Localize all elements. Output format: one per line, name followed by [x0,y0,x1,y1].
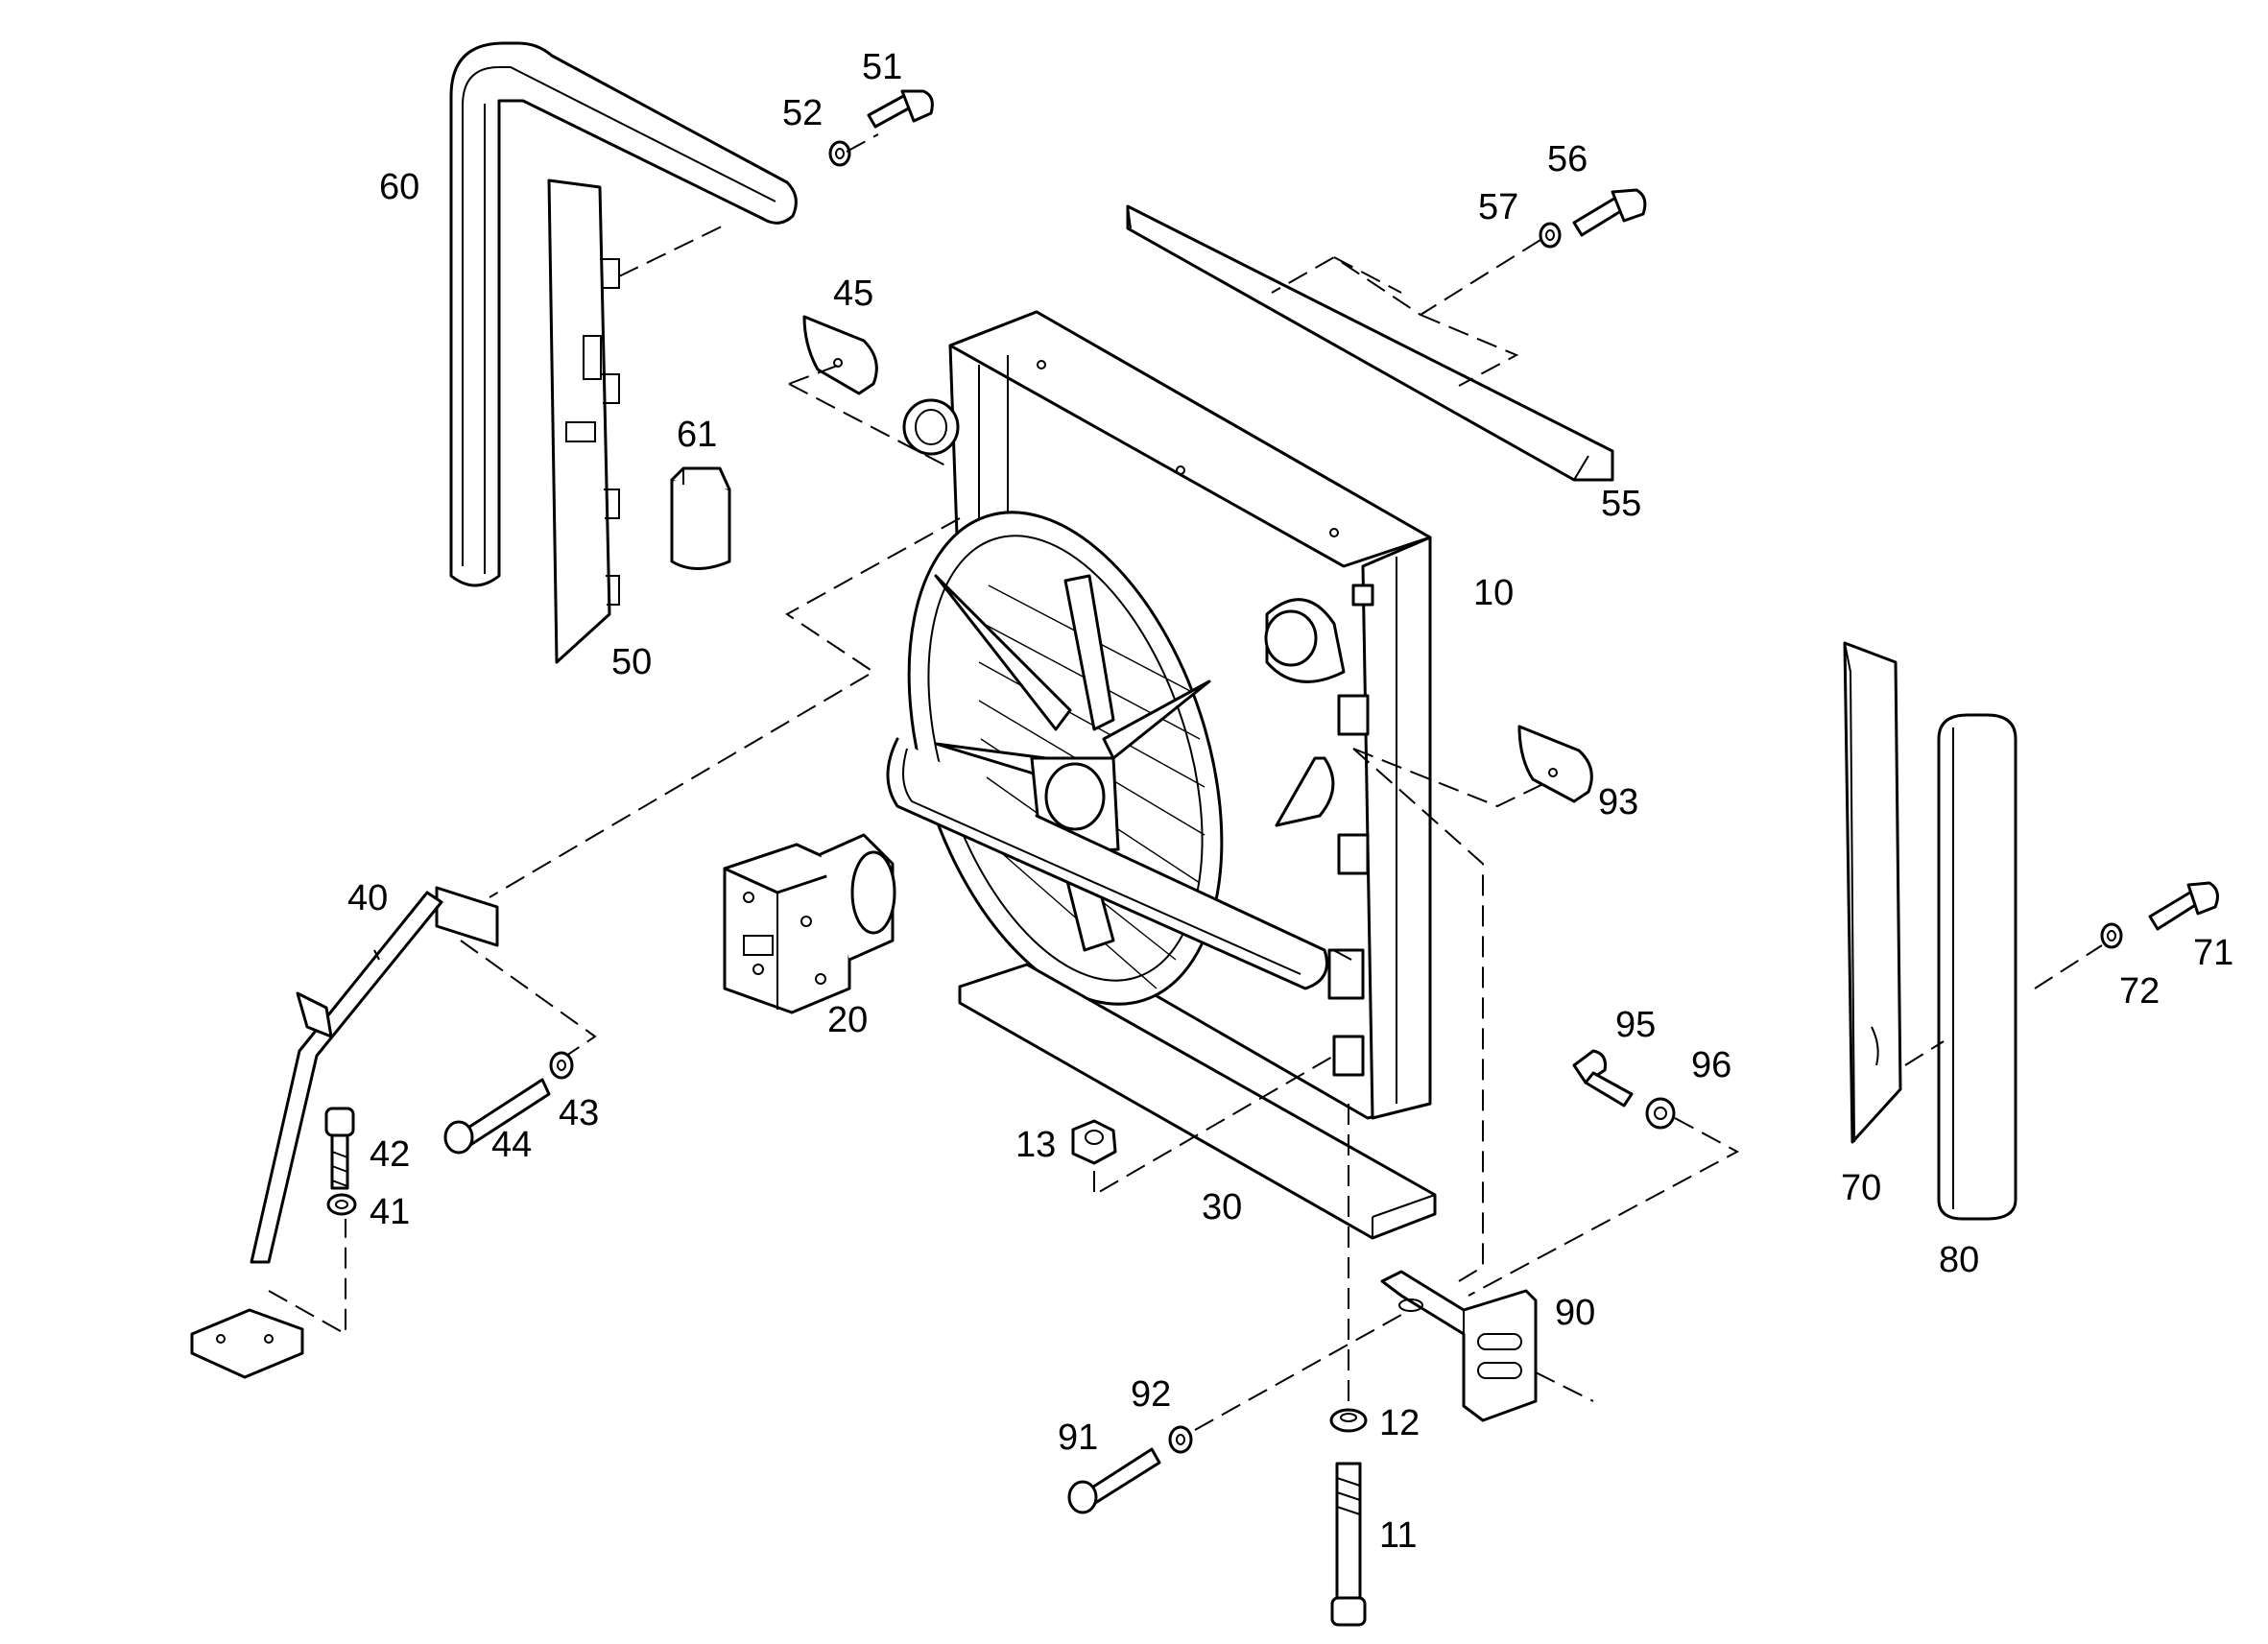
part-60-seal-channel [449,41,798,587]
part-13-nut [1071,1119,1117,1165]
part-51-bolt [867,89,934,129]
callout-70: 70 [1841,1168,1881,1208]
part-61-cap [670,466,731,570]
part-55-top-rail [1126,204,1614,482]
callout-55: 55 [1601,484,1641,524]
callout-96: 96 [1691,1045,1731,1085]
part-93-clip [1517,725,1593,803]
callout-95: 95 [1615,1005,1656,1045]
part-56-bolt [1572,188,1647,237]
callout-57: 57 [1478,187,1518,227]
part-72-washer [2100,922,2123,949]
part-90-mounting-bracket [1380,1270,1538,1422]
callout-44: 44 [491,1125,532,1165]
callout-52: 52 [782,93,823,133]
callout-80: 80 [1939,1240,1979,1280]
callout-45: 45 [833,274,873,314]
assembly-leader-lines [268,133,2103,1431]
callout-12: 12 [1379,1403,1420,1443]
callout-41: 41 [370,1192,410,1232]
callout-56: 56 [1547,139,1588,179]
part-12-washer [1329,1408,1368,1433]
part-43-washer [549,1051,574,1080]
callout-10: 10 [1473,573,1514,613]
part-91-long-bolt [1067,1447,1161,1514]
part-20-hydraulic-motor [723,833,896,1014]
callout-92: 92 [1131,1374,1171,1415]
callout-60: 60 [379,167,419,207]
part-30-pad [958,963,1437,1240]
callout-93: 93 [1598,782,1638,822]
callout-71: 71 [2193,933,2233,973]
part-92-washer [1168,1425,1193,1454]
callout-61: 61 [677,415,717,455]
part-44-long-bolt [443,1078,551,1155]
callout-90: 90 [1555,1293,1595,1333]
part-57-washer [1539,222,1562,249]
part-45-clip [802,315,878,395]
callout-51: 51 [862,47,902,87]
part-70-right-baffle [1843,641,1902,1144]
callout-labels: 60 51 52 56 57 45 61 55 50 10 93 40 20 9… [347,47,2233,1556]
callout-72: 72 [2119,971,2160,1012]
callout-50: 50 [611,642,652,682]
callout-13: 13 [1015,1125,1056,1165]
part-95-bolt [1572,1049,1634,1108]
callout-30: 30 [1202,1187,1242,1227]
part-11-long-screw [1330,1462,1367,1627]
part-41-washer [326,1193,357,1216]
part-42-cap-screw [324,1107,355,1190]
callout-11: 11 [1379,1515,1417,1556]
callout-91: 91 [1058,1418,1098,1458]
part-40-support-stay [190,886,499,1379]
callout-40: 40 [347,878,388,918]
callout-43: 43 [559,1093,599,1133]
part-71-bolt [2148,881,2219,931]
part-80-seal-tube [1937,713,2017,1221]
part-96-washer [1645,1097,1676,1130]
part-50-left-baffle [547,179,620,664]
callout-42: 42 [370,1134,410,1175]
fan-guard [886,737,1335,990]
part-52-washer [828,140,851,167]
callout-20: 20 [827,1000,868,1040]
